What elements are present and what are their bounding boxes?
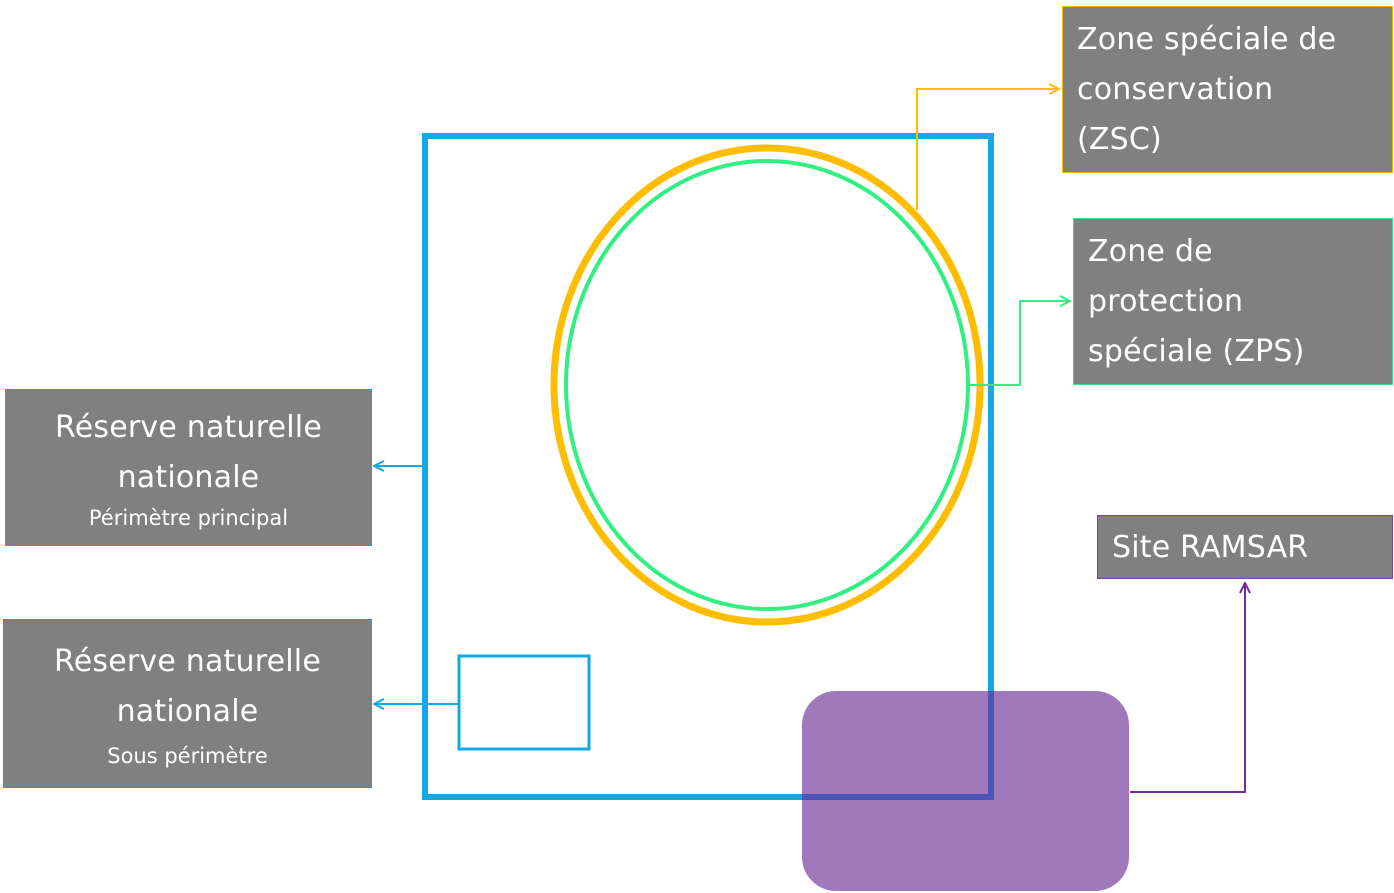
rnn-sub-subtitle: Sous périmètre	[107, 743, 268, 768]
zsc-area	[550, 144, 984, 626]
rnn-main-label: Réserve naturelle nationale Périmètre pr…	[5, 389, 372, 546]
zps-line3: spéciale (ZPS)	[1088, 334, 1305, 369]
rnn-main-perimeter	[422, 133, 994, 800]
rnn-sub-perimeter	[457, 654, 591, 751]
ramsar-line1: Site RAMSAR	[1112, 530, 1309, 565]
zps-label: Zone de protection spéciale (ZPS)	[1073, 218, 1393, 385]
zsc-label: Zone spéciale de conservation (ZSC)	[1062, 6, 1393, 173]
rnn-main-title-line1: Réserve naturelle	[55, 409, 322, 445]
zps-line2: protection	[1088, 284, 1244, 319]
ramsar-area	[802, 691, 1129, 891]
zsc-connector	[916, 89, 1059, 210]
rnn-sub-title-line1: Réserve naturelle	[54, 643, 321, 679]
zsc-line1: Zone spéciale de	[1077, 22, 1337, 57]
rnn-sub-label: Réserve naturelle nationale Sous périmèt…	[3, 619, 372, 788]
zsc-line3: (ZSC)	[1077, 122, 1162, 157]
zps-connector	[968, 301, 1070, 386]
zps-area	[564, 159, 970, 611]
zsc-line2: conservation	[1077, 72, 1274, 107]
rnn-sub-title-line2: nationale	[116, 693, 259, 729]
ramsar-label: Site RAMSAR	[1097, 515, 1393, 579]
zps-line1: Zone de	[1088, 234, 1213, 269]
rnn-main-title-line2: nationale	[117, 459, 260, 495]
ramsar-connector	[1130, 583, 1245, 793]
rnn-border-overlap	[802, 691, 994, 800]
rnn-main-subtitle: Périmètre principal	[88, 505, 289, 530]
